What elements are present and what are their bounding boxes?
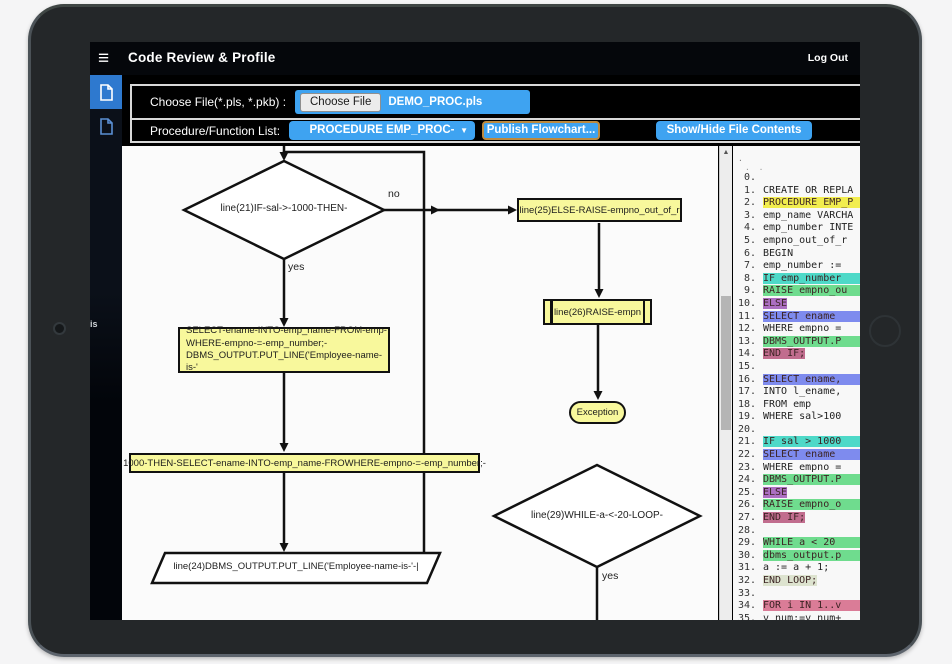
tablet-camera-icon [53, 322, 66, 335]
procedure-list-label: Procedure/Function List: [150, 124, 281, 138]
code-line: 2.PROCEDURE EMP_P [733, 197, 860, 210]
choose-file-button[interactable]: Choose File [300, 92, 382, 112]
toolbar-row-actions: Procedure/Function List: PROCEDURE EMP_P… [132, 118, 860, 141]
file-input[interactable]: Choose File DEMO_PROC.pls [295, 90, 530, 114]
app-header: ≡ Code Review & Profile Log Out [90, 42, 860, 75]
scrollbar-thumb[interactable] [721, 296, 731, 430]
decision-if-sal [181, 159, 387, 261]
code-line: 32.END LOOP; [737, 575, 818, 586]
code-line: 11.SELECT ename [733, 310, 860, 324]
file-label: Choose File(*.pls, *.pkb) : [150, 95, 287, 109]
code-line: 0. [743, 172, 756, 183]
code-line: 8.IF emp_number [733, 272, 860, 286]
edge-label-yes: yes [288, 261, 305, 273]
code-line: 23.WHERE empno = [737, 461, 848, 473]
node-else-raise: line(25)ELSE-RAISE-empno_out_of_r [517, 198, 682, 222]
node-exception: Exception [569, 401, 626, 424]
code-line: 33. [737, 587, 756, 599]
node-select-ename: SELECT-ename-INTO-emp_name-FROM-emp- WHE… [178, 325, 390, 373]
code-line: 24.DBMS_OUTPUT.P [733, 474, 860, 487]
code-line: 1.CREATE OR REPLA [743, 184, 854, 196]
document-icon [100, 117, 113, 135]
sidebar-item-file-1[interactable] [90, 75, 122, 109]
main-content: line(21)IF-sal->-1000-THEN- line(25)ELSE… [122, 146, 860, 620]
node-label-while-loop: line(29)WHILE-a-<-20-LOOP- [531, 510, 663, 521]
code-line: 9.RAISE empno_ou [733, 285, 860, 298]
node-label-if-sal: line(21)IF-sal->-1000-THEN- [220, 203, 348, 214]
code-line: 13.DBMS_OUTPUT.P [733, 335, 860, 349]
app-screen: ≡ Code Review & Profile Log Out is [90, 42, 860, 620]
toolbar: Choose File(*.pls, *.pkb) : Choose File … [130, 84, 860, 143]
code-line: 7.emp_number := [743, 260, 848, 272]
code-line: 17.INTO l_ename, [737, 386, 842, 398]
edge-label-yes: yes [602, 570, 619, 582]
code-line: 15. [737, 360, 756, 372]
code-line: 22.SELECT ename [733, 449, 860, 462]
sidebar-item-file-2[interactable] [90, 109, 122, 143]
code-line: 34.FOR i IN 1..v [733, 600, 860, 613]
predefined-bar [550, 301, 553, 323]
code-line: 14.END IF; [737, 348, 806, 360]
node-label-put-line: line(24)DBMS_OUTPUT.PUT_LINE('Employee-n… [173, 561, 419, 572]
code-line: 3.emp_name VARCHA [743, 209, 854, 221]
procedure-select[interactable]: PROCEDURE EMP_PROC- ▼ [289, 121, 475, 140]
code-line: 26.RAISE empno_o [733, 499, 860, 512]
code-line: 31.a := a + 1; [737, 562, 830, 574]
flowchart-edges [150, 146, 703, 620]
procedure-select-value: PROCEDURE EMP_PROC- [309, 124, 455, 136]
edge-label-no: no [388, 188, 400, 200]
code-line: 30.dbms_output.p [733, 549, 860, 563]
selected-file-name: DEMO_PROC.pls [388, 96, 483, 108]
code-line: 19.WHERE sal>100 [737, 411, 842, 423]
code-line: 16.SELECT ename, [733, 373, 860, 387]
io-parallelogram [150, 551, 442, 585]
chevron-down-icon: ▼ [460, 126, 468, 135]
node-then-select: 1000-THEN-SELECT-ename-INTO-emp_name-FRO… [123, 453, 486, 473]
code-line: 5.empno_out_of_r [743, 234, 854, 246]
code-line: 10.ELSE [737, 297, 788, 309]
stray-text: is [90, 319, 98, 329]
code-artifact: . [738, 154, 743, 163]
code-line: 29.WHILE a < 20 [733, 537, 860, 550]
document-icon [100, 83, 113, 101]
code-line: 35.v_num:=v_num+ [737, 612, 842, 620]
node-label-raise-empn: line(26)RAISE-empn [553, 306, 642, 318]
publish-flowchart-button[interactable]: Publish Flowchart... [482, 121, 600, 140]
code-line: 6.BEGIN [743, 247, 794, 259]
flowchart-canvas: line(21)IF-sal->-1000-THEN- line(25)ELSE… [122, 146, 718, 620]
sidebar: is [90, 75, 122, 620]
predefined-bar [642, 301, 645, 323]
toolbar-row-file: Choose File(*.pls, *.pkb) : Choose File … [132, 86, 860, 118]
logout-button[interactable]: Log Out [807, 52, 848, 64]
vertical-scrollbar[interactable]: ▲ [719, 146, 732, 620]
decision-while-loop [491, 463, 703, 569]
scroll-up-icon[interactable]: ▲ [722, 149, 730, 156]
code-line: 21.IF sal > 1000 [733, 436, 860, 449]
tablet-home-button[interactable] [869, 315, 901, 347]
page-title: Code Review & Profile [128, 50, 276, 65]
tablet-frame: ≡ Code Review & Profile Log Out is [28, 4, 922, 657]
code-line: 20. [737, 423, 756, 435]
code-line: 4.emp_number INTE [743, 222, 854, 234]
node-raise-empn: line(26)RAISE-empn [543, 299, 652, 325]
code-line: 25.ELSE [737, 486, 788, 498]
show-hide-contents-button[interactable]: Show/Hide File Contents [656, 121, 812, 140]
menu-icon[interactable]: ≡ [98, 48, 110, 69]
code-artifact: . . [745, 163, 766, 172]
code-line: 12.WHERE empno = [737, 323, 848, 335]
code-line: 27.END IF; [737, 512, 806, 524]
code-line: 18.FROM emp [737, 398, 812, 410]
code-line: 28. [737, 524, 756, 536]
